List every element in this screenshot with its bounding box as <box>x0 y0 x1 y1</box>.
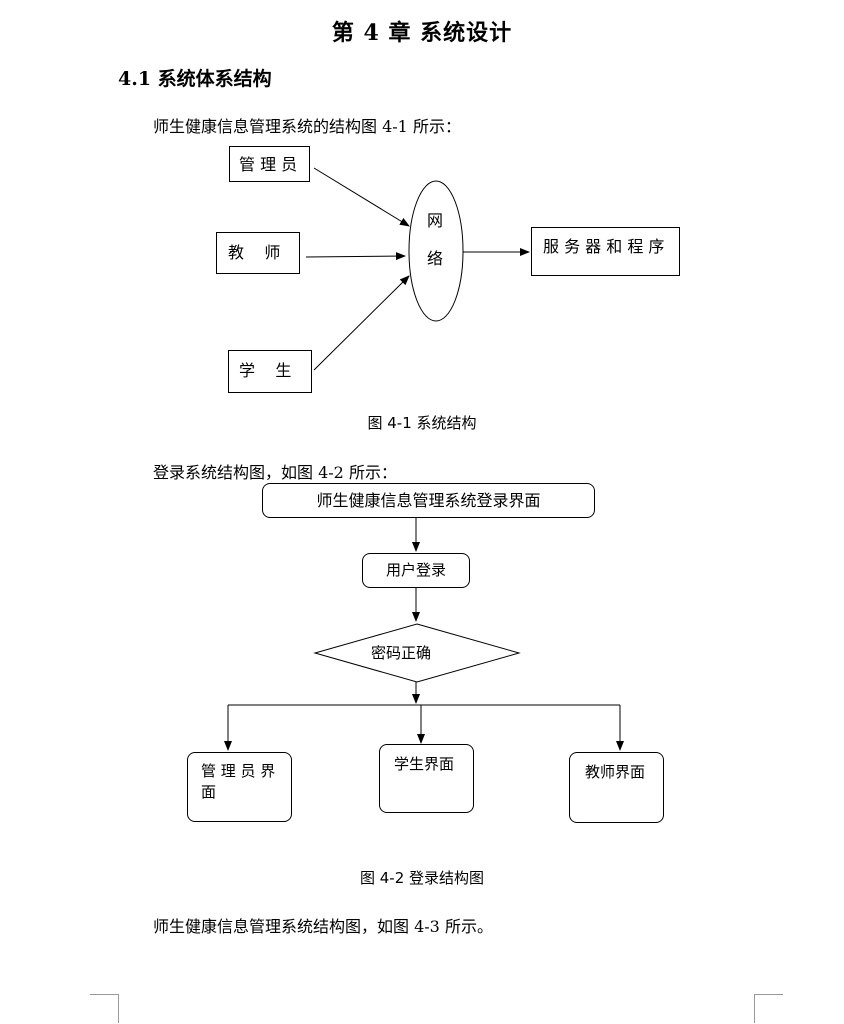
node-password-check-label: 密码正确 <box>371 644 432 662</box>
node-user-login-label: 用户登录 <box>385 561 446 579</box>
paragraph-figure1-intro: 师生健康信息管理系统的结构图 4-1 所示： <box>153 117 461 136</box>
node-student-page-label: 学生界面 <box>394 755 455 773</box>
figure1-caption: 图 4-1 系统结构 <box>367 414 477 432</box>
password-check-diamond <box>313 623 521 683</box>
arrow-teacher-network <box>305 252 406 261</box>
node-student-page: 学生界面 <box>379 744 474 813</box>
node-teacher: 教 师 <box>216 232 300 274</box>
node-login-page: 师生健康信息管理系统登录界面 <box>262 483 595 518</box>
network-ellipse <box>408 180 464 322</box>
node-server: 服 务 器 和 程 序 <box>531 227 680 276</box>
arrow-student-network <box>313 275 410 371</box>
node-admin-page: 管 理 员 界 面 <box>187 752 292 822</box>
node-login-page-label: 师生健康信息管理系统登录界面 <box>316 491 541 510</box>
node-network-label-1: 网 <box>427 211 444 230</box>
page-corner-mark-right <box>754 994 783 1023</box>
node-user-login: 用户登录 <box>362 553 470 588</box>
node-admin: 管 理 员 <box>229 146 310 182</box>
section-title: 4.1 系统体系结构 <box>118 68 272 90</box>
paragraph-figure2-intro: 登录系统结构图，如图 4-2 所示： <box>153 463 397 482</box>
node-student: 学 生 <box>228 350 312 393</box>
chapter-title: 第 4 章 系统设计 <box>331 20 513 46</box>
node-teacher-page-label: 教师界面 <box>585 763 646 781</box>
node-admin-label: 管 理 员 <box>239 155 298 174</box>
node-admin-page-label: 管 理 员 界 面 <box>201 762 276 801</box>
paragraph-figure3-intro: 师生健康信息管理系统结构图，如图 4-3 所示。 <box>153 917 493 936</box>
node-teacher-page: 教师界面 <box>569 752 664 823</box>
node-teacher-label: 教 师 <box>228 243 281 262</box>
node-server-label: 服 务 器 和 程 序 <box>543 237 665 256</box>
page-corner-mark-left <box>90 994 119 1023</box>
arrow-admin-network <box>313 167 410 227</box>
node-student-label: 学 生 <box>239 361 292 380</box>
node-network-label-2: 络 <box>427 249 444 268</box>
figure2-caption: 图 4-2 登录结构图 <box>359 869 485 887</box>
